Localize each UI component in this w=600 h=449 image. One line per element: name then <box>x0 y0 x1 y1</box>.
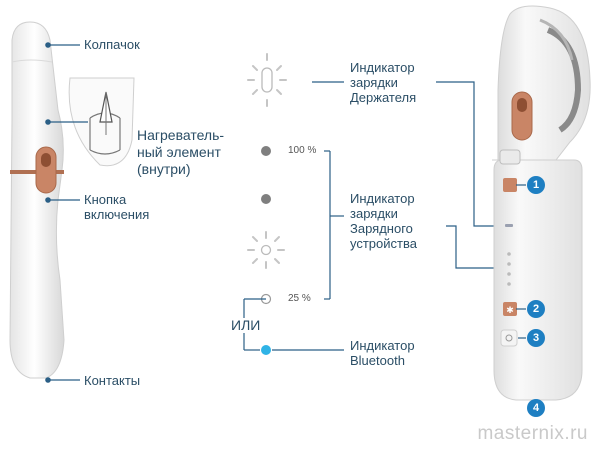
marker-3: 3 <box>527 329 545 347</box>
label-holder-charge: Индикатор зарядки Держателя <box>350 60 417 105</box>
label-heater: Нагреватель- ный элемент (внутри) <box>137 127 225 177</box>
label-charger-charge: Индикатор зарядки Зарядного устройства <box>350 191 417 251</box>
or-bracket <box>243 298 266 351</box>
heater-element-illustration <box>68 77 135 167</box>
label-contacts: Контакты <box>84 373 141 388</box>
charger-power-button[interactable] <box>500 329 518 347</box>
left-pointers <box>45 42 88 383</box>
label-bluetooth: Индикатор Bluetooth <box>350 338 415 368</box>
indicator-dot-full <box>261 146 271 156</box>
marker-4: 4 <box>527 399 545 417</box>
svg-text:✱: ✱ <box>506 306 514 316</box>
scale-high: 100 % <box>288 145 317 156</box>
or-text: ИЛИ <box>231 317 261 333</box>
scale-low: 25 % <box>288 293 311 304</box>
marker-1: 1 <box>527 176 545 194</box>
watermark: masternix.ru <box>477 423 588 444</box>
holder-device <box>9 21 65 379</box>
charger-button-top <box>503 178 517 192</box>
indicator-dot <box>261 194 271 204</box>
bluetooth-button[interactable] <box>503 302 517 316</box>
label-power-button: Кнопка включения <box>84 192 150 222</box>
bluetooth-indicator-dot <box>261 345 271 355</box>
charger-charge-blink-icon <box>247 231 285 269</box>
label-cap: Колпачок <box>84 37 140 52</box>
holder-charge-blink-icon <box>247 53 287 107</box>
right-pointers <box>272 81 502 351</box>
marker-2: 2 <box>527 300 545 318</box>
charger-device: ✱ <box>492 5 591 401</box>
scale-bracket <box>324 150 331 300</box>
